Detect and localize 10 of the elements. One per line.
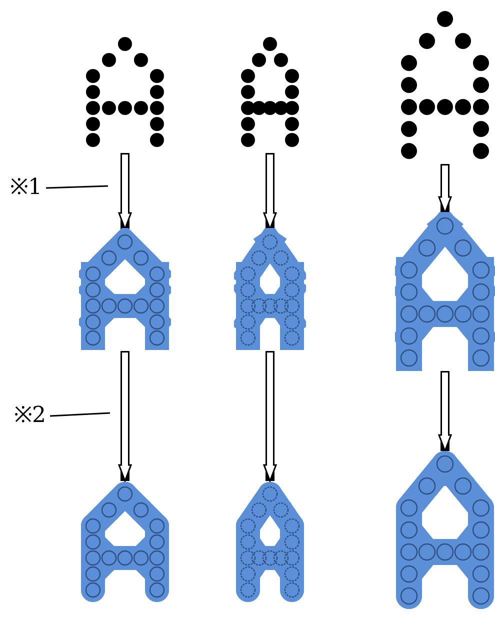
arrow	[438, 164, 452, 214]
arrow	[438, 371, 452, 452]
leader-line	[50, 412, 110, 417]
arrow	[118, 351, 132, 482]
arrow	[263, 153, 277, 230]
arrow	[118, 153, 132, 230]
note-mark: ※1	[10, 176, 42, 200]
arrow	[263, 351, 277, 482]
leader-line	[46, 185, 108, 189]
note-mark: ※2	[14, 404, 46, 428]
